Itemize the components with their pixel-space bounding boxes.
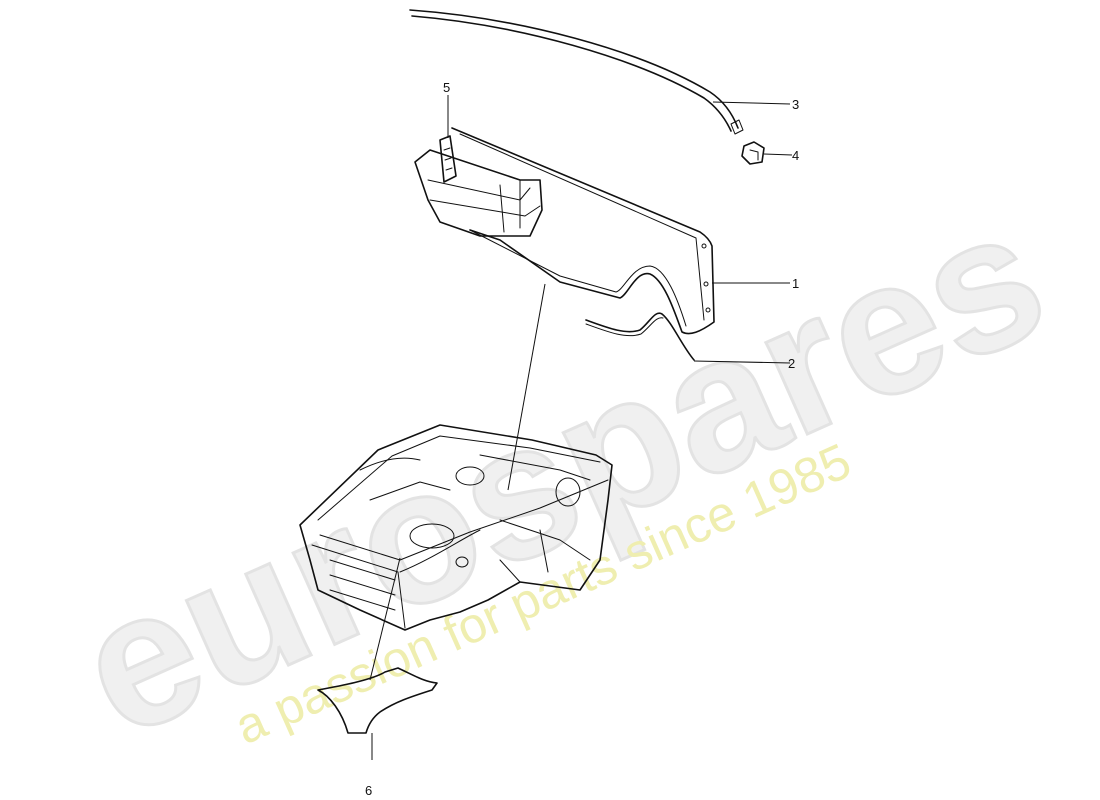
part-4-clip[interactable] — [741, 141, 765, 165]
callout-3[interactable]: 3 — [792, 97, 799, 112]
part-6-pad[interactable] — [317, 667, 438, 734]
callout-6[interactable]: 6 — [365, 783, 372, 798]
callout-4[interactable]: 4 — [792, 148, 799, 163]
part-5-bracket[interactable] — [439, 135, 457, 183]
callout-5[interactable]: 5 — [443, 80, 450, 95]
leader-lines — [369, 95, 793, 760]
callout-1[interactable]: 1 — [792, 276, 799, 291]
watermark-brand: eurospares — [50, 167, 1072, 777]
callout-2[interactable]: 2 — [788, 356, 795, 371]
front-body-shell[interactable] — [299, 424, 613, 631]
part-2-seal[interactable] — [585, 312, 695, 361]
part-3-seal-strip[interactable] — [409, 9, 744, 135]
callouts: 3 4 5 1 2 6 — [365, 80, 799, 798]
watermark: eurospares a passion for parts since 198… — [49, 166, 1074, 779]
part-1-partition-panel[interactable] — [414, 127, 715, 335]
